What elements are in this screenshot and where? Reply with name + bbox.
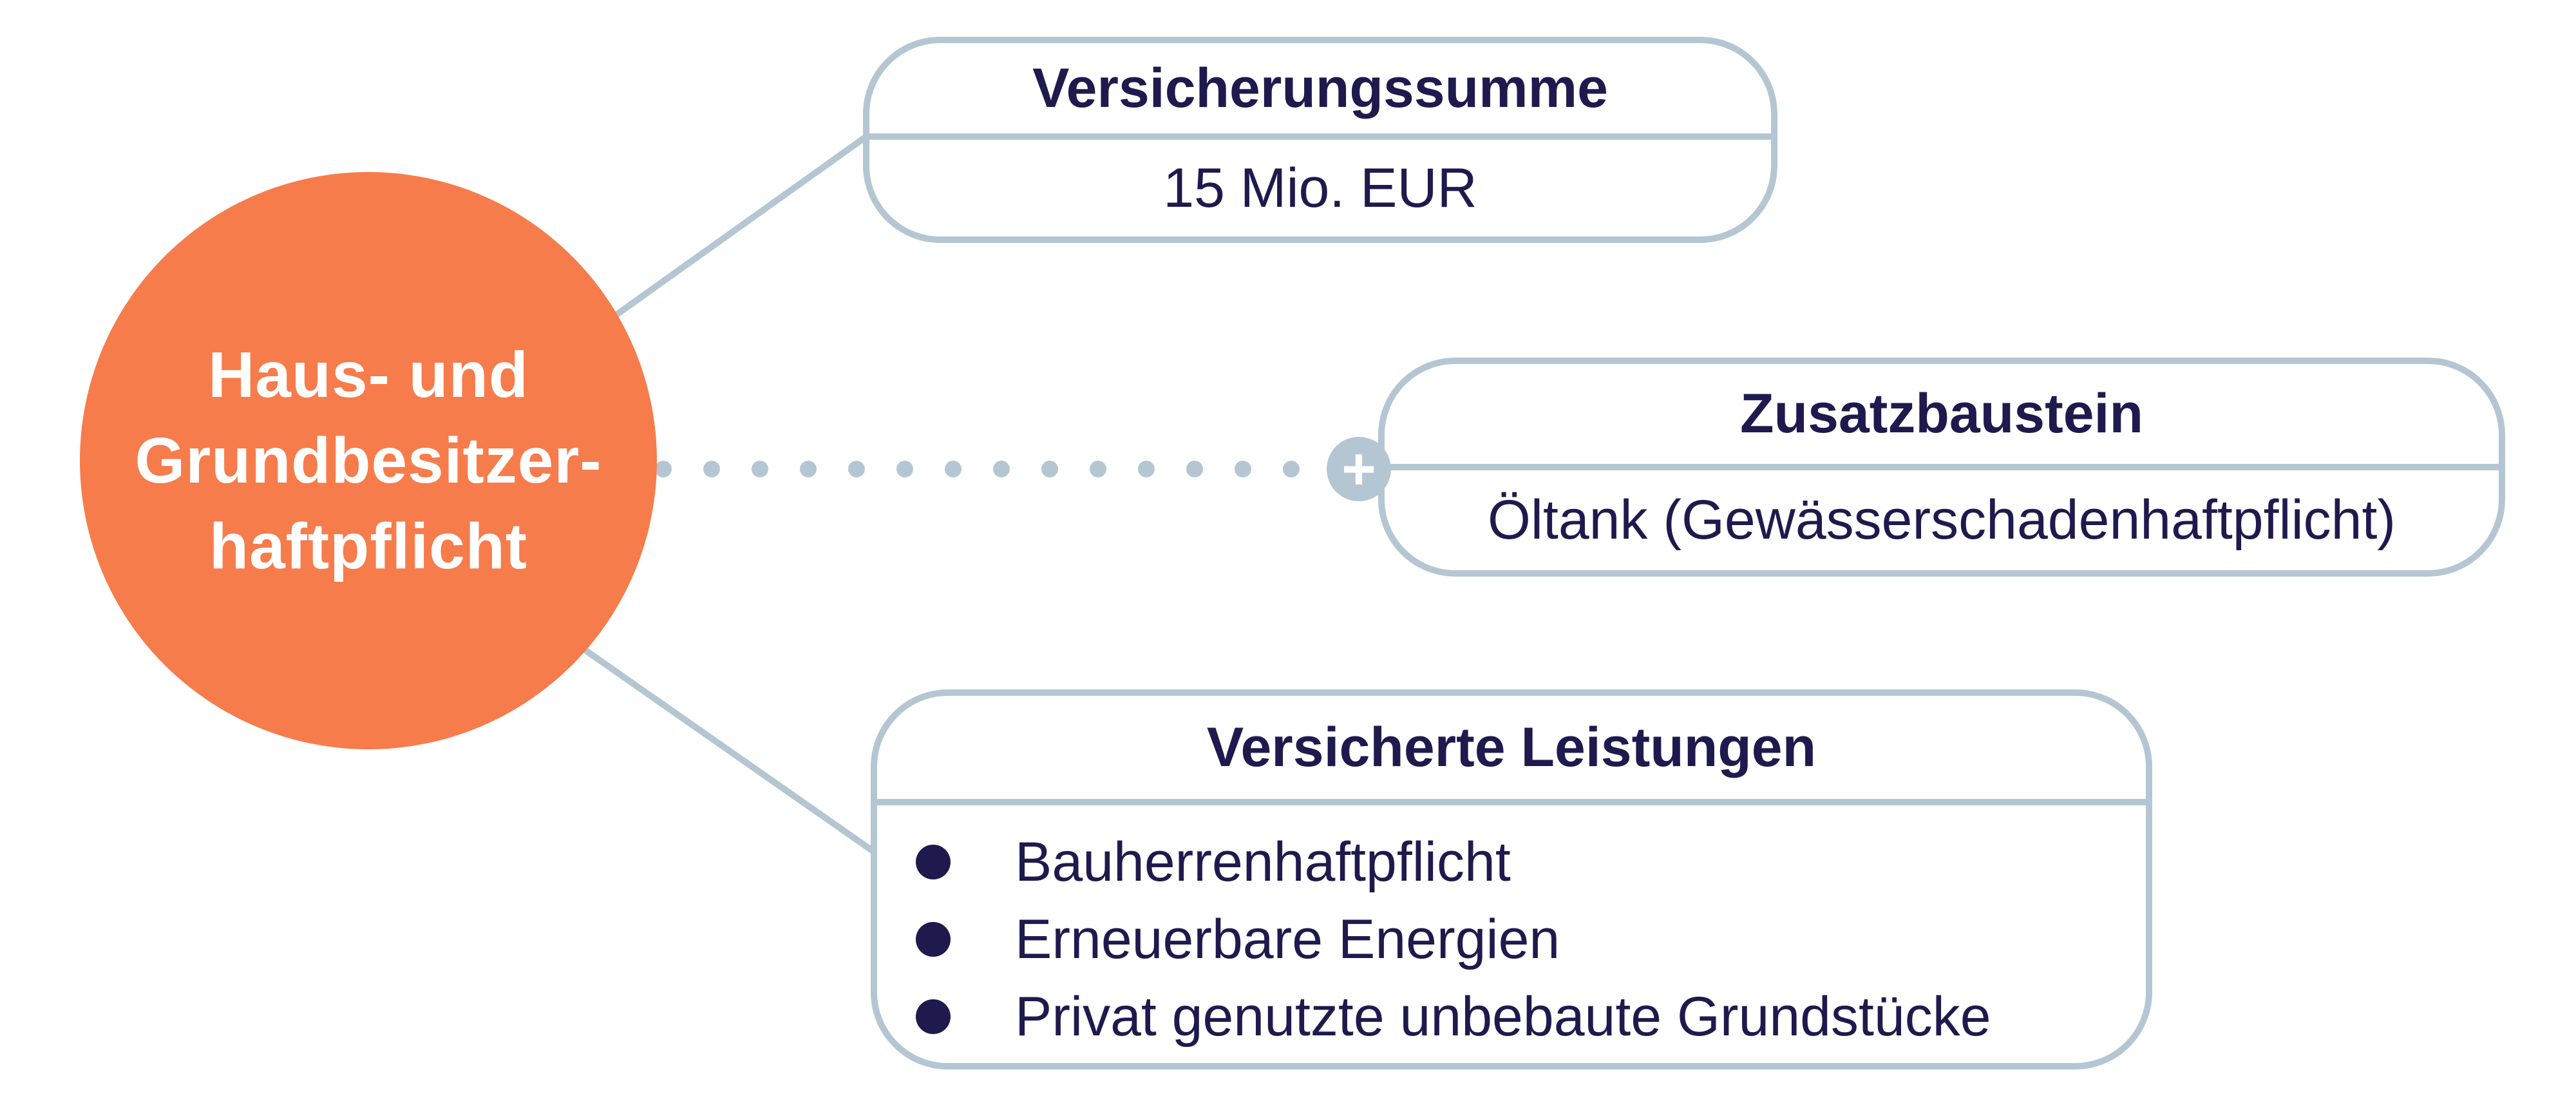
- add-on-title: Zusatzbaustein: [1385, 364, 2499, 470]
- connector-dot: [848, 461, 865, 477]
- connector-dot: [1041, 461, 1058, 477]
- connector-dot: [1186, 461, 1203, 477]
- central-topic-label: Haus- und Grundbesitzer- haftpflicht: [135, 338, 602, 582]
- add-on-box: Zusatzbaustein Öltank (Gewässerschadenha…: [1378, 358, 2505, 577]
- list-item: Bauherrenhaftpflicht: [916, 823, 2146, 901]
- central-topic-circle: Haus- und Grundbesitzer- haftpflicht: [80, 172, 657, 749]
- connector-dot: [896, 461, 913, 477]
- connector-sum: [612, 133, 869, 319]
- insured-sum-title: Versicherungssumme: [869, 43, 1771, 140]
- insured-services-list: Bauherrenhaftpflicht Erneuerbare Energie…: [877, 805, 2146, 1055]
- connector-dot: [1235, 461, 1251, 477]
- connector-dot: [1090, 461, 1106, 477]
- insured-services-title: Versicherte Leistungen: [877, 696, 2146, 805]
- list-item-label: Bauherrenhaftpflicht: [1015, 830, 1511, 893]
- plus-icon: +: [1327, 437, 1391, 501]
- list-item: Privat genutzte unbebaute Grundstücke: [916, 978, 2146, 1055]
- list-item: Erneuerbare Energien: [916, 901, 2146, 978]
- insured-sum-box: Versicherungssumme 15 Mio. EUR: [863, 37, 1777, 243]
- list-item-label: Privat genutzte unbebaute Grundstücke: [1015, 985, 1991, 1048]
- connector-dot: [800, 461, 817, 477]
- insured-sum-value: 15 Mio. EUR: [1163, 157, 1477, 219]
- connector-dot: [703, 461, 720, 477]
- bullet-icon: [916, 999, 951, 1034]
- insured-services-box: Versicherte Leistungen Bauherrenhaftpfli…: [871, 689, 2152, 1070]
- connector-dot: [1138, 461, 1155, 477]
- connector-dot: [655, 461, 672, 477]
- connector-dot: [945, 461, 961, 477]
- connector-services: [583, 648, 877, 855]
- dotted-connector-extra: [655, 461, 1300, 477]
- bullet-icon: [916, 845, 951, 879]
- list-item-label: Erneuerbare Energien: [1015, 908, 1560, 970]
- connector-dot: [993, 461, 1010, 477]
- connector-dot: [752, 461, 768, 477]
- bullet-icon: [916, 922, 951, 957]
- add-on-value: Öltank (Gewässerschadenhaftpflicht): [1487, 489, 2396, 551]
- connector-dot: [1283, 461, 1300, 477]
